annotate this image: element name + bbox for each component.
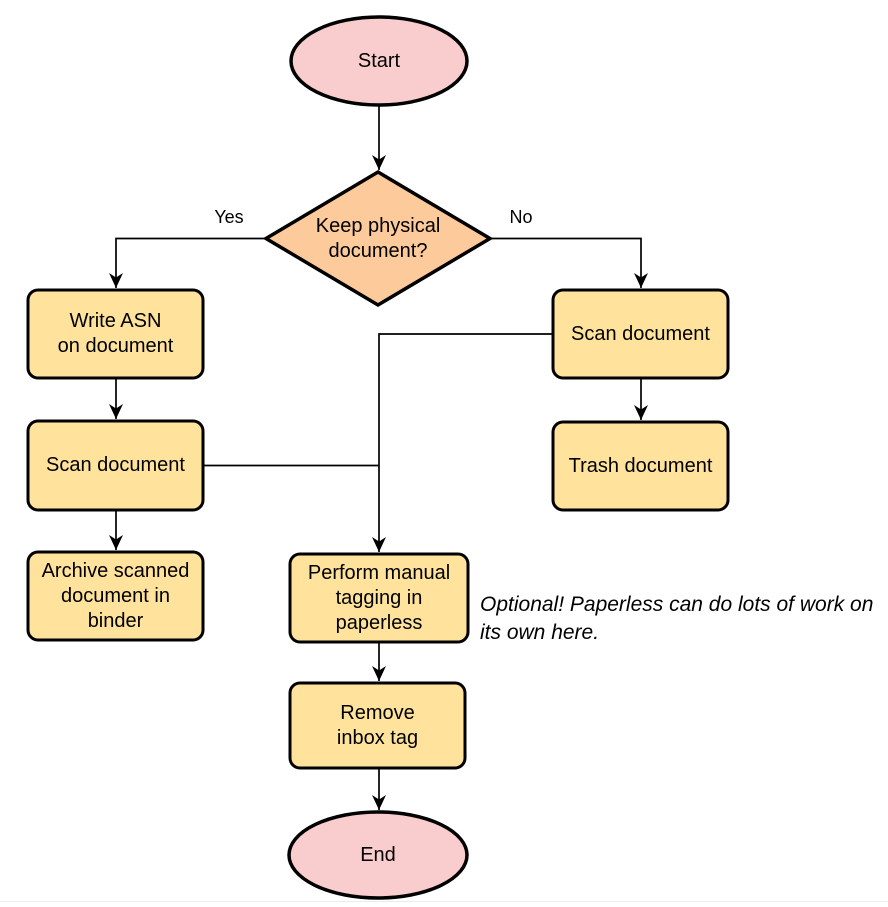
process-write-asn [26, 288, 205, 380]
process-archive [26, 550, 205, 642]
process-perform-tagging [288, 552, 470, 644]
optional-note: Optional! Paperless can do lots of work … [480, 593, 874, 644]
edge-decision-yes-to-write-asn [109, 237, 266, 288]
start-node [289, 15, 469, 107]
process-trash [551, 420, 730, 512]
end-node [287, 810, 469, 900]
decision-node [262, 169, 494, 308]
process-scan-left [26, 419, 205, 512]
edge-decision-no-to-scan-right [490, 237, 648, 288]
edge-scan-right-to-perform [372, 333, 553, 552]
process-remove-inbox [288, 681, 467, 770]
process-scan-right [551, 288, 730, 380]
